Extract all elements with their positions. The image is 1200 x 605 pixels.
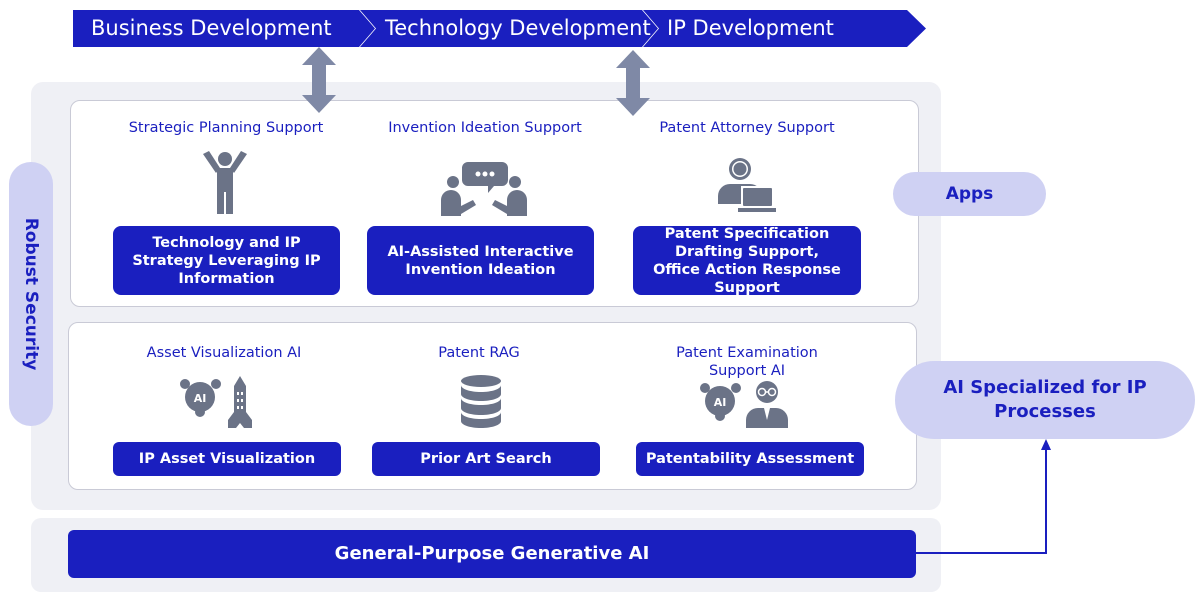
apps-pill: Apps xyxy=(893,172,1046,216)
invention-ideation-title: Invention Ideation Support xyxy=(388,120,582,136)
process-step-technology-development: Technology Development xyxy=(360,10,658,47)
general-purpose-ai-bar: General-Purpose Generative AI xyxy=(68,530,916,578)
ip-asset-visualization-box: IP Asset Visualization xyxy=(113,442,341,476)
asset-visualization-title: Asset Visualization AI xyxy=(146,345,302,361)
process-step-business-development: Business Development xyxy=(73,10,375,47)
patent-examination-title: Patent Examination Support AI xyxy=(627,344,867,380)
robust-security-label: Robust Security xyxy=(21,217,41,371)
prior-art-search-box: Prior Art Search xyxy=(372,442,600,476)
patent-drafting-line-1: Patent Specification Drafting Support, xyxy=(664,225,830,260)
patent-drafting-line-2: Office Action Response Support xyxy=(653,261,841,296)
patent-rag-title: Patent RAG xyxy=(438,345,520,361)
svg-text:AI: AI xyxy=(194,392,207,405)
ai-assisted-invention-ideation-box: AI-Assisted Interactive Invention Ideati… xyxy=(367,226,594,295)
ai-specialized-pill: AI Specialized for IP Processes xyxy=(895,361,1195,439)
robust-security-pill xyxy=(9,162,53,426)
strategic-planning-title: Strategic Planning Support xyxy=(128,120,324,136)
process-step-ip-development: IP Development xyxy=(643,10,926,47)
connector-arrow xyxy=(916,439,1051,554)
patentability-assessment-box: Patentability Assessment xyxy=(636,442,864,476)
person-raising-arms-icon xyxy=(203,151,247,214)
svg-text:AI: AI xyxy=(714,396,727,409)
double-arrow-icon xyxy=(616,50,650,116)
technology-ip-strategy-box: Technology and IP Strategy Leveraging IP… xyxy=(113,226,340,295)
patent-drafting-support-box: Patent Specification Drafting Support, O… xyxy=(633,225,861,296)
people-discussion-icon xyxy=(441,162,527,216)
patent-examination-title-line-2: Support AI xyxy=(708,363,786,379)
patent-attorney-title: Patent Attorney Support xyxy=(659,120,835,136)
person-at-laptop-icon xyxy=(718,158,776,212)
double-arrow-icon xyxy=(302,47,336,113)
patent-examination-title-line-1: Patent Examination xyxy=(676,345,818,361)
database-icon xyxy=(461,375,501,428)
ai-examiner-icon: AI xyxy=(700,381,788,428)
ai-rocket-icon: AI xyxy=(180,376,252,428)
